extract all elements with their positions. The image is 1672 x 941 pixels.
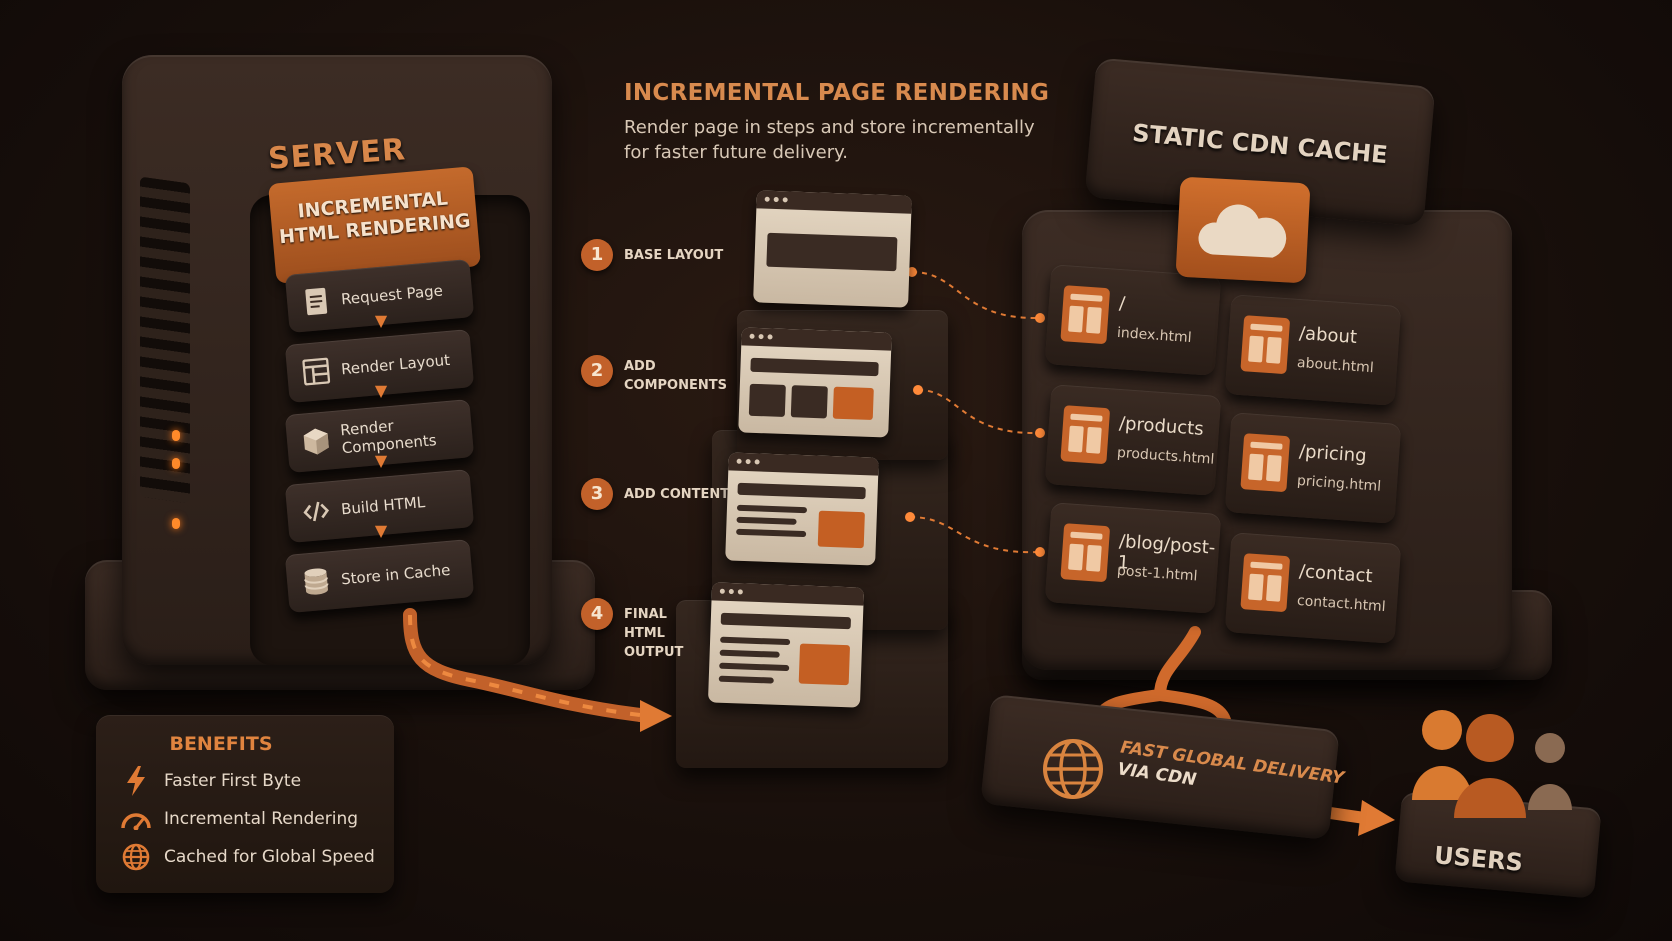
globe-icon [120, 843, 152, 871]
cache-route: / [1118, 293, 1126, 315]
step-arrow-icon: ▼ [374, 311, 388, 330]
cache-tile-products: /products products.html [1044, 384, 1222, 496]
cube-icon [302, 425, 331, 457]
stage-label: ADD CONTENT [624, 487, 730, 502]
status-led [172, 518, 180, 529]
lightning-icon [120, 766, 152, 796]
cache-route: /contact [1298, 561, 1374, 588]
benefit-label: Faster First Byte [164, 771, 302, 791]
page-subtitle: Render page in steps and store increment… [624, 117, 1035, 163]
file-icon [1060, 523, 1111, 583]
benefits-title: BENEFITS [169, 733, 273, 755]
status-led [172, 430, 180, 441]
stage-2-page-preview [738, 327, 892, 438]
code-icon [302, 495, 331, 527]
server-step-store-in-cache: Store in Cache [284, 539, 475, 613]
server-step-label: Render Layout [340, 350, 451, 379]
cache-tile-contact: /contact contact.html [1224, 532, 1402, 644]
step-arrow-icon: ▼ [374, 451, 388, 470]
file-icon [1060, 405, 1111, 465]
benefit-item: Cached for Global Speed [120, 843, 375, 871]
cloud-icon [1198, 204, 1287, 258]
cache-file: pricing.html [1296, 472, 1382, 495]
cache-route: /about [1298, 323, 1358, 349]
database-icon [302, 565, 331, 597]
stage-label: BASE LAYOUT [624, 248, 724, 263]
cache-file: contact.html [1296, 592, 1387, 616]
file-icon [1240, 433, 1291, 493]
rendering-panel-title: INCREMENTAL HTML RENDERING [278, 187, 472, 249]
cache-file: about.html [1296, 354, 1375, 377]
server-step-label: Request Page [340, 281, 444, 309]
stage-3-page-preview [725, 452, 879, 566]
server-step-build-html: Build HTML [284, 469, 475, 543]
stage-number-badge: 2 [581, 355, 613, 387]
step-arrow-icon: ▼ [374, 521, 388, 540]
users-icon [1412, 710, 1572, 818]
document-icon [302, 285, 331, 317]
page-title: INCREMENTAL PAGE RENDERING [624, 80, 1050, 106]
stage-4-page-preview [707, 582, 865, 708]
server-step-request-page: Request Page [284, 259, 475, 333]
benefit-item: Incremental Rendering [120, 805, 358, 833]
cache-tile-index: / index.html [1044, 264, 1222, 376]
gauge-icon [120, 805, 152, 833]
cache-file: products.html [1116, 444, 1215, 468]
stage-label: ADD COMPONENTS [624, 359, 727, 393]
file-icon [1060, 285, 1111, 345]
cache-route: /products [1118, 413, 1205, 440]
cloud-badge [1175, 176, 1311, 284]
stage-number-badge: 4 [581, 598, 613, 630]
benefit-label: Cached for Global Speed [164, 847, 375, 867]
server-step-label: Store in Cache [340, 560, 452, 589]
cache-tile-about: /about about.html [1224, 294, 1402, 406]
stage-1-page-preview [753, 190, 912, 308]
benefits-panel: BENEFITS Faster First Byte Incremental R… [96, 715, 394, 893]
cache-route: /pricing [1298, 441, 1368, 467]
server-step-render-layout: Render Layout [284, 329, 475, 403]
server-step-label: Build HTML [340, 493, 426, 519]
benefit-item: Faster First Byte [120, 766, 302, 796]
cache-tile-blog-post-1: /blog/post-1 post-1.html [1044, 502, 1222, 614]
stage-number-badge: 3 [581, 478, 613, 510]
file-icon [1240, 315, 1291, 375]
stage-label: FINAL HTML OUTPUT [624, 607, 684, 660]
step-arrow-icon: ▼ [374, 381, 388, 400]
cache-file: index.html [1116, 324, 1193, 347]
benefit-label: Incremental Rendering [164, 809, 359, 829]
server-vents [140, 176, 190, 504]
stage-number-badge: 1 [581, 239, 613, 271]
globe-icon [1043, 739, 1103, 799]
cache-tile-pricing: /pricing pricing.html [1224, 412, 1402, 524]
status-led [172, 458, 180, 469]
server-step-render-components: Render Components [284, 399, 475, 473]
layout-grid-icon [302, 355, 331, 387]
server-step-label: Render Components [339, 416, 438, 458]
server: SERVER INCREMENTAL HTML RENDERING Reques… [122, 55, 552, 665]
file-icon [1240, 553, 1291, 613]
